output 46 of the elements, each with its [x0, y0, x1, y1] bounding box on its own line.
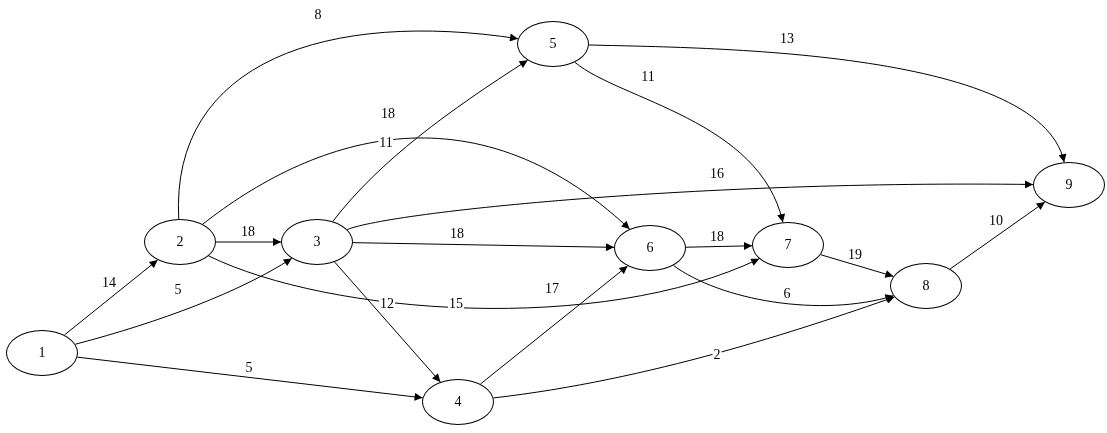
node-ellipse: 4 [422, 379, 494, 425]
arrow [202, 137, 631, 230]
edge-weight: 5 [173, 281, 183, 297]
edge-weight: 14 [101, 274, 117, 290]
arrow [672, 264, 894, 306]
edge-weight: 18 [709, 228, 725, 244]
edge-weight: 11 [378, 134, 394, 150]
arrow [334, 261, 441, 383]
node-ellipse: 7 [752, 222, 824, 268]
arrow [820, 254, 894, 278]
arrow [685, 241, 753, 250]
node-ellipse: 5 [517, 21, 589, 67]
arrow [949, 201, 1046, 270]
edge-weight: 11 [640, 68, 656, 84]
edge-weight: 18 [449, 225, 465, 241]
arrow [479, 265, 629, 385]
node-ellipse: 3 [281, 219, 353, 265]
arrow [178, 30, 519, 220]
edge-weight: 12 [379, 295, 395, 311]
edge-weight: 16 [709, 165, 725, 181]
edge-weight: 5 [244, 359, 254, 375]
arrow [74, 257, 293, 345]
arrow [63, 259, 159, 336]
edge-weight: 18 [380, 105, 396, 121]
arrow [76, 356, 424, 401]
edge-weight: 19 [847, 246, 863, 262]
arrow [208, 255, 760, 309]
edge-weight: 6 [782, 285, 792, 301]
arrow [492, 295, 895, 399]
node-ellipse: 8 [890, 263, 962, 309]
edge-weight: 13 [779, 30, 795, 46]
edge-weight: 17 [544, 280, 560, 296]
node-ellipse: 1 [6, 330, 78, 376]
arrow [574, 61, 785, 223]
arrow [215, 238, 282, 246]
edge-weight: 8 [313, 6, 323, 22]
arrow [332, 59, 529, 222]
edge-weight: 2 [712, 346, 722, 362]
edge-weight: 15 [448, 295, 464, 311]
arrow [588, 44, 1065, 163]
node-ellipse: 9 [1033, 162, 1105, 208]
node-ellipse: 2 [144, 219, 216, 265]
node-ellipse: 6 [614, 225, 686, 271]
edge-weight: 18 [240, 223, 256, 239]
arrow [352, 242, 615, 252]
edge-weight: 10 [988, 212, 1004, 228]
